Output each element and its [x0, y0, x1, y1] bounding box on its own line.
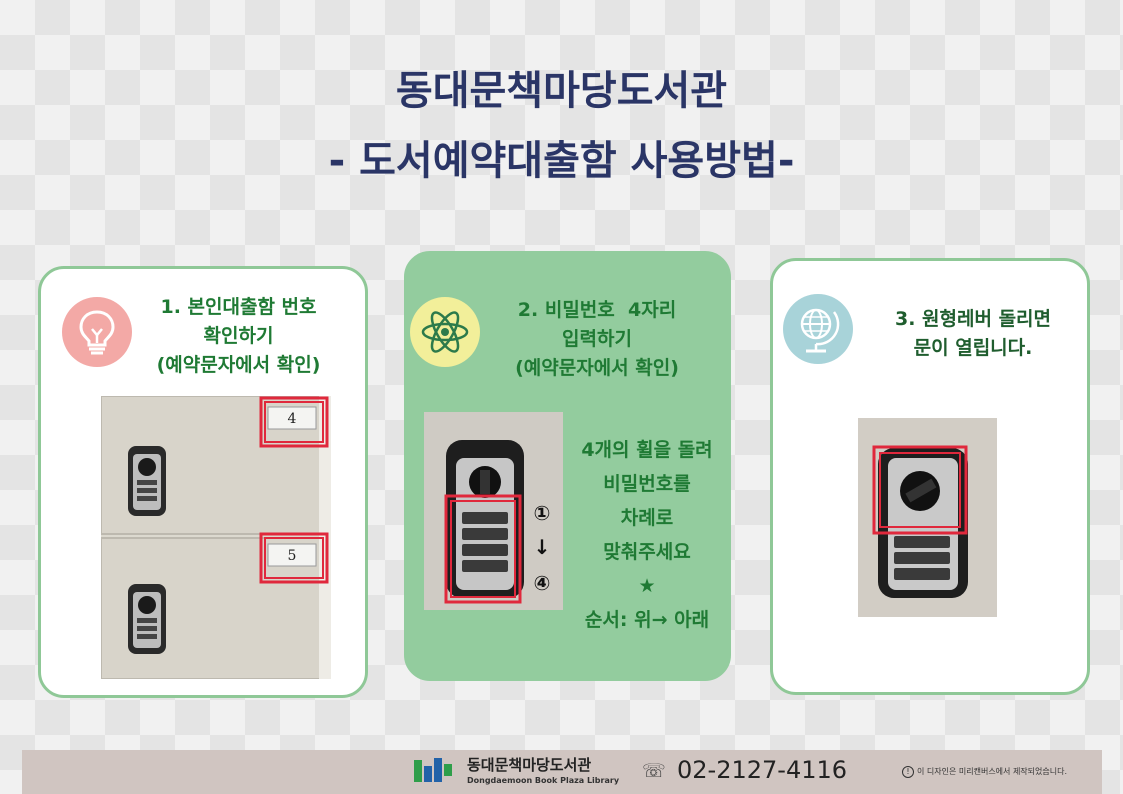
step-1-line1: 1. 본인대출함 번호: [160, 296, 317, 318]
page-title: 동대문책마당도서관: [395, 68, 728, 114]
star-icon: ★: [638, 575, 656, 597]
dial-end-marker: ④: [534, 571, 551, 595]
instruction-line: 4개의 휠을 돌려: [581, 439, 713, 461]
phone-icon: ☏: [642, 760, 666, 782]
lever-lock-photo: [858, 418, 997, 617]
lightbulb-icon: [62, 297, 132, 367]
phone-number: 02-2127-4116: [677, 756, 848, 784]
instruction-line: 차례로: [620, 507, 674, 529]
step-1-text: 1. 본인대출함 번호 확인하기 (예약문자에서 확인): [126, 293, 351, 380]
dial-instructions: 4개의 휠을 돌려 비밀번호를 차례로 맞춰주세요 ★ 순서: 위→ 아래: [562, 433, 732, 637]
step-3-line1: 3. 원형레버 돌리면: [894, 308, 1052, 330]
page-subtitle: - 도서예약대출함 사용방법-: [328, 138, 795, 184]
step-card-3: 3. 원형레버 돌리면 문이 열립니다.: [770, 258, 1090, 695]
step-2-line3: (예약문자에서 확인): [515, 357, 679, 379]
locker-number-4: 4: [288, 411, 297, 427]
step-2-line1: 2. 비밀번호 4자리: [517, 299, 677, 321]
instruction-line: 맞춰주세요: [603, 541, 691, 563]
instruction-line: 비밀번호를: [603, 473, 691, 495]
step-1-line2: 확인하기: [203, 325, 274, 347]
footer: 동대문책마당도서관 Dongdaemoon Book Plaza Library…: [22, 750, 1102, 794]
library-logo: [412, 756, 456, 790]
library-name-en: Dongdaemoon Book Plaza Library: [467, 776, 620, 785]
atom-icon: [410, 297, 480, 367]
locker-number-5: 5: [288, 548, 297, 564]
design-notice-text: 이 디자인은 미리캔버스에서 제작되었습니다.: [917, 767, 1068, 776]
step-2-text: 2. 비밀번호 4자리 입력하기 (예약문자에서 확인): [477, 296, 717, 383]
step-2-line2: 입력하기: [562, 328, 632, 350]
instruction-line: 순서: 위→ 아래: [584, 609, 710, 631]
info-icon: !: [902, 766, 914, 778]
step-3-line2: 문이 열립니다.: [913, 337, 1033, 359]
dial-start-marker: ①: [534, 501, 551, 525]
step-card-1: 1. 본인대출함 번호 확인하기 (예약문자에서 확인) 4: [38, 266, 368, 698]
design-notice: !이 디자인은 미리캔버스에서 제작되었습니다.: [902, 766, 1067, 778]
step-1-line3: (예약문자에서 확인): [156, 354, 321, 376]
step-3-text: 3. 원형레버 돌리면 문이 열립니다.: [863, 305, 1083, 363]
dial-lock-photo: ① ↓ ④: [424, 412, 563, 610]
dial-arrow: ↓: [534, 535, 551, 559]
globe-icon: [783, 294, 853, 364]
locker-photo-1: 4 5: [101, 396, 331, 679]
step-card-2: 2. 비밀번호 4자리 입력하기 (예약문자에서 확인) ① ↓ ④ 4개의 휠…: [404, 251, 731, 681]
library-name: 동대문책마당도서관: [467, 756, 592, 774]
